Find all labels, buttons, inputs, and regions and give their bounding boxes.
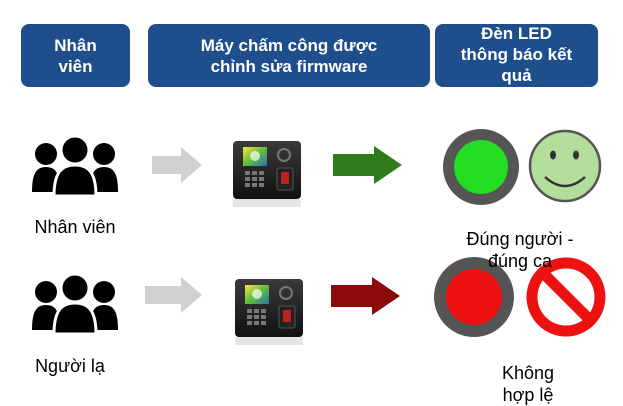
employee-label: Nhân viên	[34, 217, 116, 237]
invalid-result-label: Không hợp lệ	[478, 362, 578, 406]
header-led: Đèn LED thông báo kết quả	[435, 24, 598, 87]
header-device-line2: chỉnh sửa firmware	[210, 56, 368, 76]
no-entry-icon	[526, 257, 606, 337]
green-led-icon	[443, 129, 519, 205]
header-device: Máy chấm công được chỉnh sửa firmware	[148, 24, 430, 87]
header-employee-line1: Nhân	[54, 35, 97, 55]
attendance-device-icon-row2	[234, 278, 304, 345]
invalid-result-line2: hợp lệ	[502, 385, 554, 405]
header-employee-line2: viên	[58, 56, 93, 76]
header-led-line2: thông báo kết	[460, 45, 573, 64]
smiley-icon	[528, 129, 602, 203]
header-device-line1: Máy chấm công được	[200, 35, 378, 55]
stranger-label: Người lạ	[35, 356, 105, 376]
invalid-result-line1: Không	[501, 363, 555, 383]
gray-arrow-row1	[152, 147, 202, 183]
red-led-icon	[434, 257, 514, 337]
attendance-device-icon-row1	[232, 140, 302, 207]
gray-arrow-row2	[145, 277, 202, 313]
header-led-line3: quả	[501, 66, 532, 85]
red-arrow	[331, 277, 400, 315]
header-led-line1: Đèn LED	[481, 24, 552, 43]
green-arrow	[333, 146, 402, 184]
stranger-group-icon	[30, 272, 120, 336]
header-employee: Nhân viên	[21, 24, 130, 87]
valid-result-label: Đúng người - đúng ca	[440, 228, 600, 272]
employee-group-icon	[30, 134, 120, 198]
valid-result-line2: đúng ca	[487, 251, 553, 271]
valid-result-line1: Đúng người -	[466, 229, 574, 249]
